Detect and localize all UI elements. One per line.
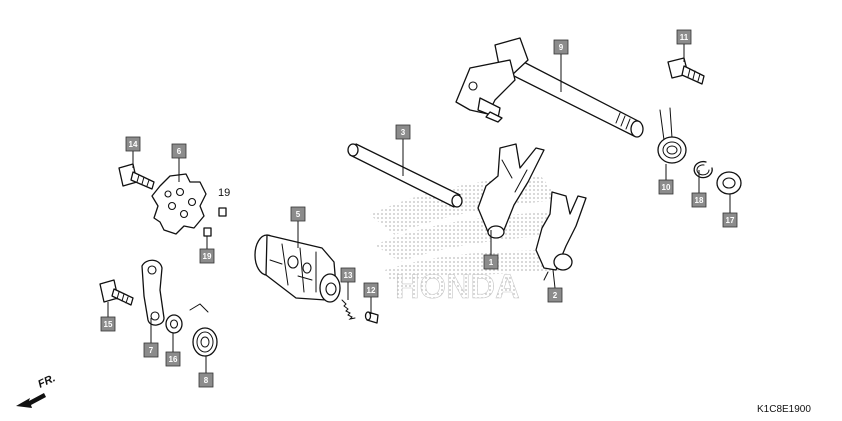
shaft-bolt	[667, 57, 705, 85]
diagram-code: K1C8E1900	[757, 404, 811, 415]
svg-text:14: 14	[129, 140, 138, 149]
part-tag-17: 17	[722, 212, 738, 228]
part-tag-15: 15	[100, 316, 116, 332]
part-tag-8: 8	[198, 372, 214, 388]
shift-fork-1	[477, 143, 545, 239]
watermark-text: HONDA	[395, 268, 520, 306]
cam-bolt	[118, 163, 155, 190]
svg-text:2: 2	[553, 291, 558, 300]
front-direction-indicator: FR.	[16, 372, 57, 408]
fork-shaft	[347, 143, 463, 208]
part-tag-9: 9	[553, 39, 569, 55]
svg-text:12: 12	[367, 286, 376, 295]
small-dowel-pins	[203, 207, 227, 237]
svg-text:10: 10	[662, 183, 671, 192]
drum-center-cam	[151, 173, 207, 235]
part-tag-12: 12	[363, 282, 379, 298]
svg-text:13: 13	[344, 271, 353, 280]
svg-text:16: 16	[169, 355, 178, 364]
part-tag-6: 6	[171, 143, 187, 159]
part-tag-16: 16	[165, 351, 181, 367]
svg-text:19: 19	[203, 252, 212, 261]
part-tag-19: 19	[199, 248, 215, 264]
svg-text:11: 11	[680, 33, 689, 42]
svg-text:7: 7	[149, 346, 154, 355]
svg-text:6: 6	[177, 147, 182, 156]
honda-wing-watermark: HONDA	[370, 175, 565, 306]
leader-lines	[107, 44, 731, 373]
circlip	[693, 160, 713, 179]
shift-fork-2	[535, 191, 587, 281]
part-tag-2: 2	[547, 287, 563, 303]
washer	[716, 171, 742, 195]
svg-text:9: 9	[559, 43, 564, 52]
svg-text:18: 18	[695, 196, 704, 205]
svg-text:1: 1	[489, 258, 494, 267]
part-tag-7: 7	[143, 342, 159, 358]
stopper-arm	[141, 259, 165, 326]
svg-text:8: 8	[204, 376, 209, 385]
part-tag-13: 13	[340, 267, 356, 283]
stopper-spring	[341, 299, 356, 320]
part-tag-3: 3	[395, 124, 411, 140]
stopper-washer	[165, 314, 183, 334]
front-arrow-icon	[16, 393, 46, 408]
part-tag-11: 11	[676, 29, 692, 45]
loose-part-label: 19	[218, 187, 230, 199]
direction-label: FR.	[36, 372, 57, 390]
svg-text:3: 3	[401, 128, 406, 137]
dowel-pin	[364, 311, 379, 324]
stopper-arm-spring	[189, 303, 218, 357]
part-tag-5: 5	[290, 206, 306, 222]
part-tag-10: 10	[658, 179, 674, 195]
svg-text:15: 15	[104, 320, 113, 329]
shift-drum	[254, 234, 341, 303]
stopper-bolt	[99, 279, 134, 306]
part-tag-1: 1	[483, 254, 499, 270]
part-tag-14: 14	[125, 136, 141, 152]
shift-shaft	[455, 37, 644, 138]
part-tag-18: 18	[691, 192, 707, 208]
svg-text:5: 5	[296, 210, 301, 219]
return-spring	[657, 107, 687, 164]
svg-text:17: 17	[726, 216, 735, 225]
